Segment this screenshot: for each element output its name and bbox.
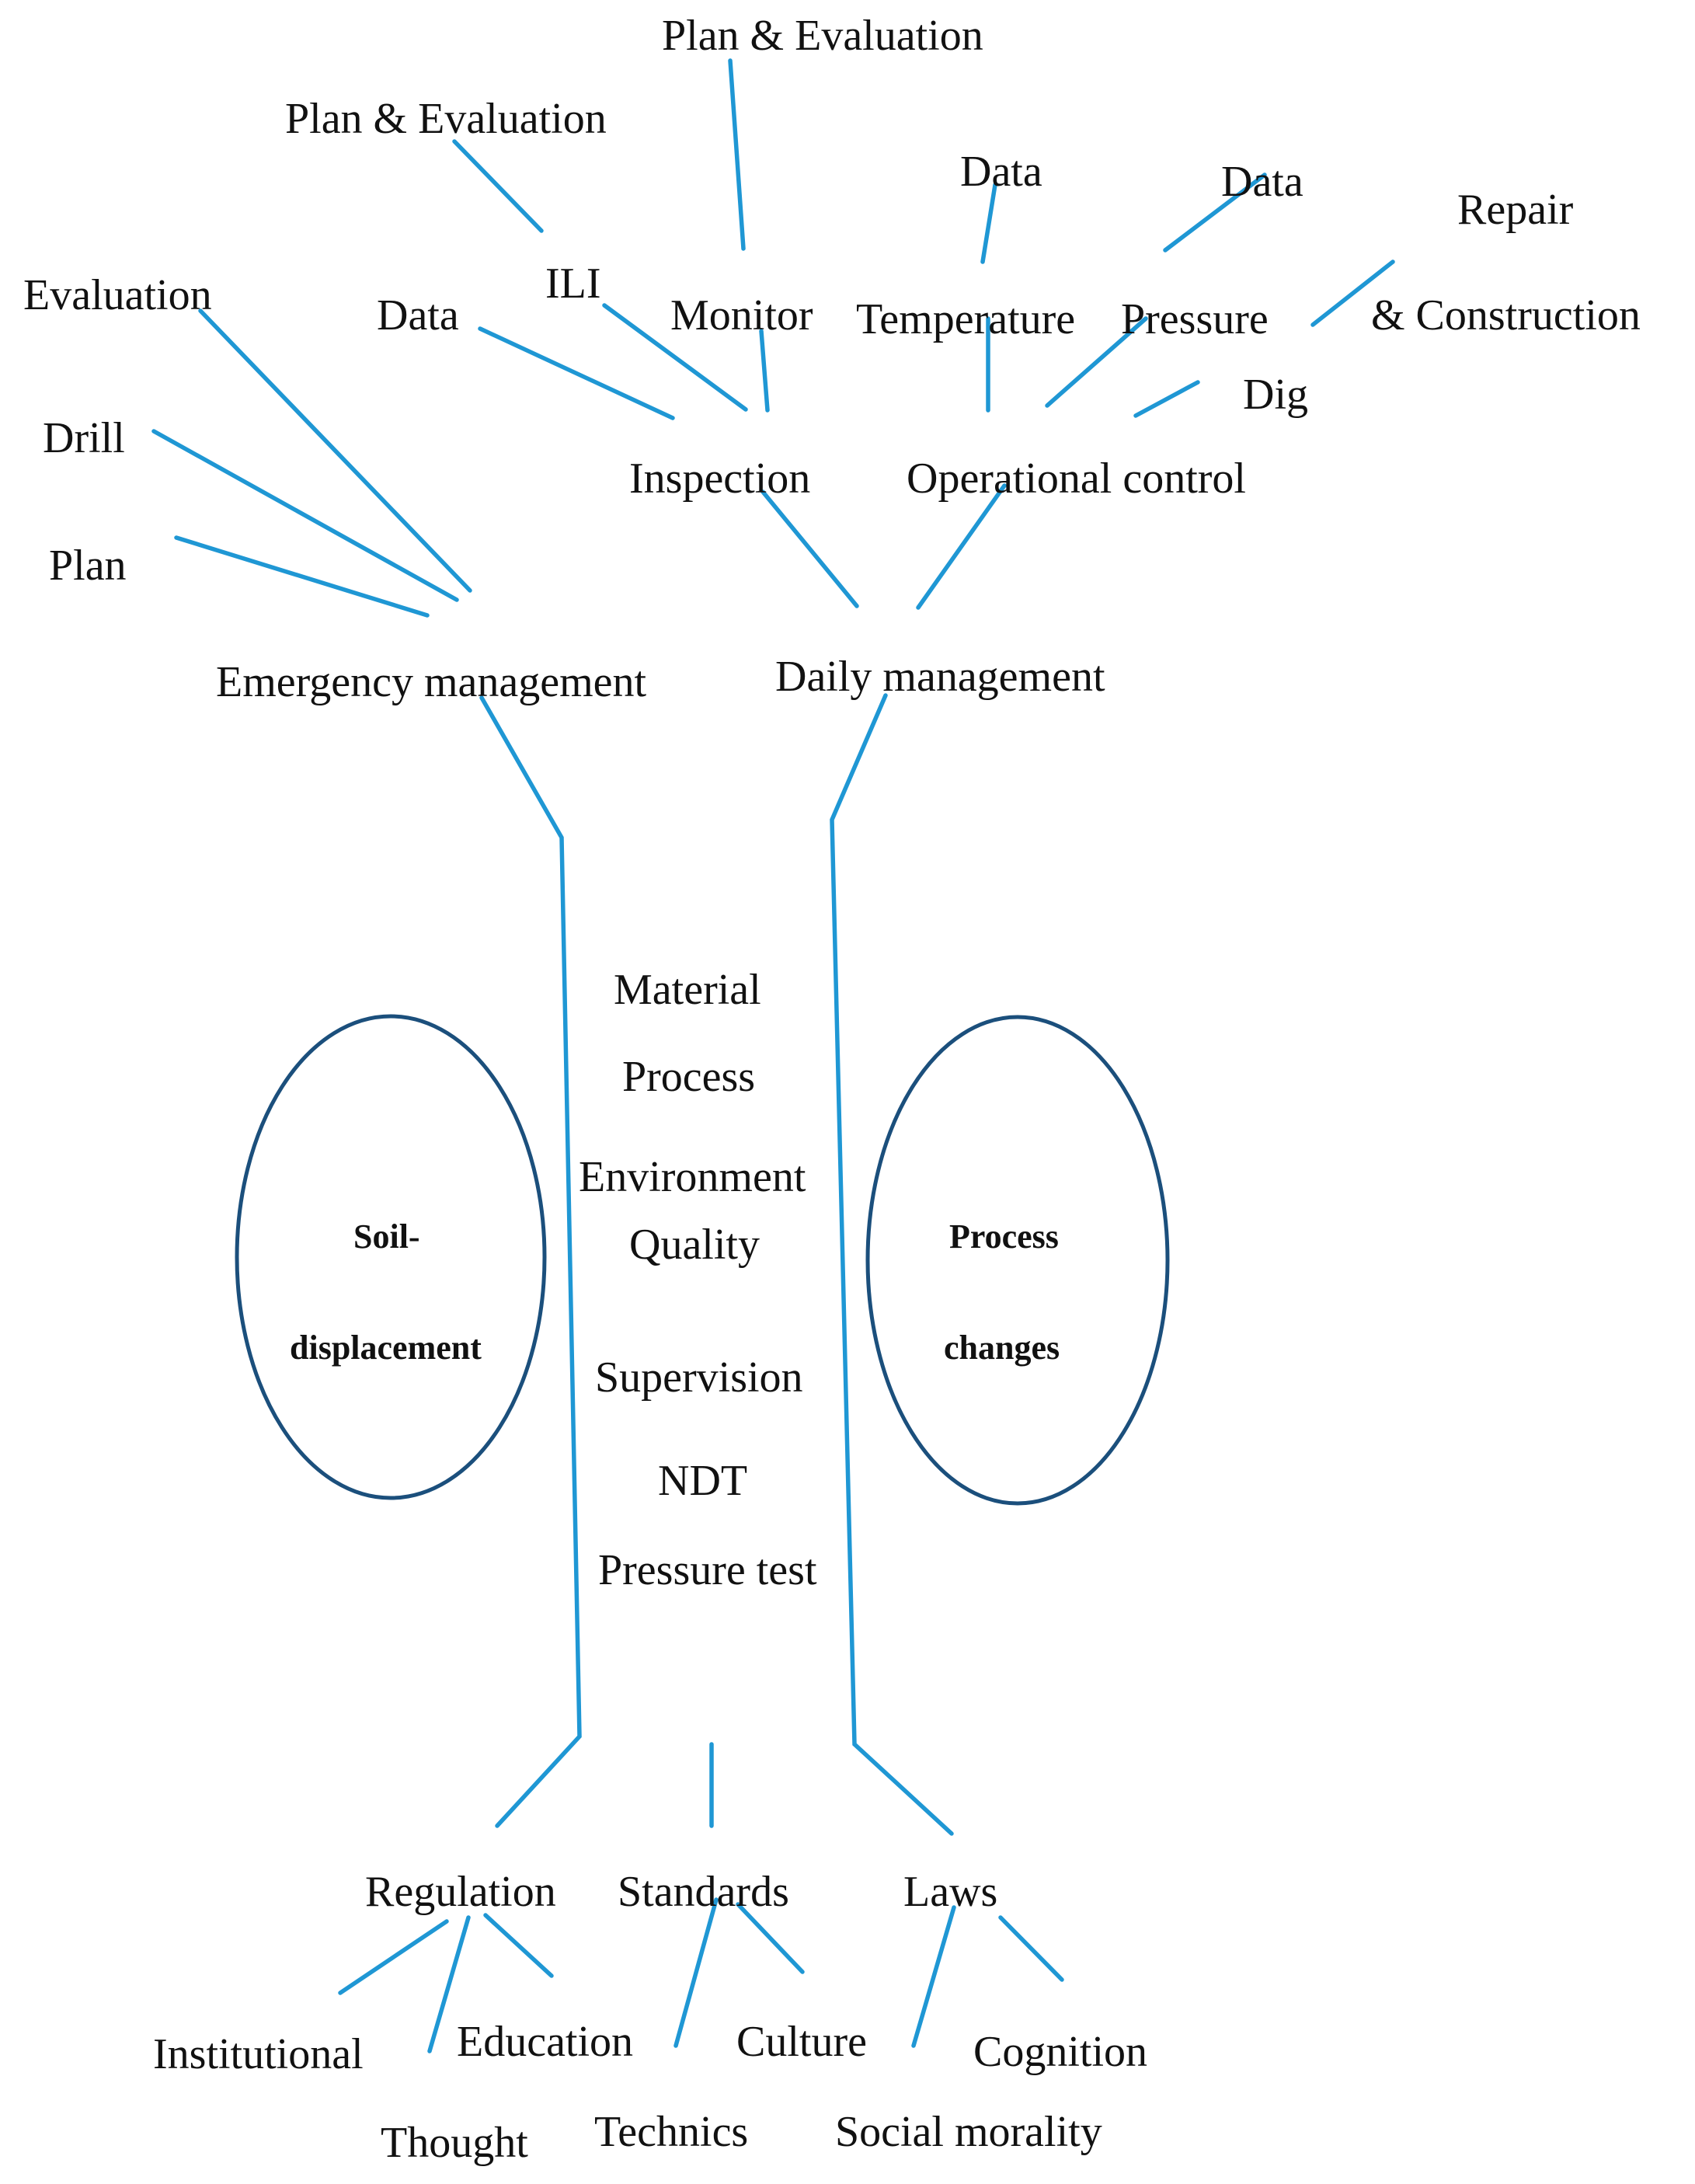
culture-label: Culture: [736, 2018, 867, 2066]
ili-branch-line: [602, 303, 748, 412]
temperature-leaf-data-label: Data: [960, 148, 1042, 196]
technics-label: Technics: [594, 2108, 749, 2156]
education-label: Education: [457, 2018, 634, 2066]
ili-leaf-plan-evaluation-label: Plan & Evaluation: [285, 95, 607, 143]
plan-label: Plan: [49, 542, 127, 590]
education-root-line: [483, 1913, 554, 1978]
standards-label: Standards: [618, 1868, 789, 1916]
trunk-left-line: [479, 695, 582, 1828]
temperature-label: Temperature: [856, 295, 1076, 343]
process-changes-ellipse: [865, 1015, 1170, 1506]
trunk-item-environment: Environment: [579, 1153, 806, 1201]
emergency-management-label: Emergency management: [216, 658, 647, 706]
dig-leaf-line: [1310, 260, 1395, 327]
trunk-right-line: [830, 693, 954, 1836]
soil-label-line1: Soil-: [353, 1217, 420, 1256]
temperature-leaf-line: [980, 183, 997, 264]
monitor-leaf-plan-evaluation-label: Plan & Evaluation: [662, 12, 983, 60]
daily-management-label: Daily management: [775, 653, 1105, 701]
inspection-label: Inspection: [629, 455, 811, 503]
construction-label: & Construction: [1371, 291, 1641, 340]
trunk-item-material: Material: [614, 966, 761, 1014]
operational-control-label: Operational control: [907, 455, 1246, 503]
trunk-item-quality: Quality: [629, 1221, 760, 1269]
monitor-branch-line: [759, 329, 770, 413]
soil-displacement-ellipse: [235, 1014, 547, 1500]
trunk-item-supervision: Supervision: [595, 1353, 803, 1402]
drill-branch-line: [151, 429, 459, 602]
evaluation-branch-line: [198, 308, 472, 593]
thought-root-line: [427, 1915, 471, 2053]
evaluation-label: Evaluation: [23, 271, 212, 319]
dig-label: Dig: [1243, 371, 1308, 419]
pressure-label: Pressure: [1121, 295, 1269, 343]
plan-branch-line: [174, 535, 430, 618]
pressure-leaf-line: [1163, 172, 1267, 253]
cognition-root-line: [998, 1915, 1064, 1982]
repair-label: Repair: [1457, 186, 1574, 234]
inspection-branch-line: [760, 489, 859, 608]
pressure-branch-line: [1045, 316, 1148, 408]
monitor-leaf-line: [728, 58, 746, 251]
trunk-item-ndt: NDT: [658, 1457, 748, 1505]
data-branch-line: [478, 326, 675, 420]
social-morality-label: Social morality: [835, 2108, 1102, 2156]
trunk-item-pressure-test: Pressure test: [598, 1546, 817, 1594]
institutional-label: Institutional: [153, 2030, 364, 2078]
process-changes-label-line1: Process: [949, 1217, 1059, 1256]
ili-label: ILI: [545, 260, 601, 308]
technics-root-line: [673, 1897, 719, 2048]
soil-label-line2: displacement: [290, 1329, 482, 1367]
social-morality-root-line: [911, 1905, 956, 2048]
ili-leaf-line: [452, 139, 544, 233]
cognition-label: Cognition: [973, 2028, 1148, 2076]
inspection-data-label: Data: [377, 291, 459, 340]
regulation-label: Regulation: [365, 1868, 556, 1916]
operational-control-branch-line: [916, 483, 1007, 610]
process-changes-label-line2: changes: [944, 1329, 1060, 1367]
pressure-leaf-data-label: Data: [1221, 158, 1303, 206]
institutional-root-line: [338, 1919, 449, 1995]
drill-label: Drill: [43, 414, 125, 462]
dig-branch-line: [1133, 380, 1200, 418]
trunk-item-process: Process: [622, 1053, 756, 1101]
laws-label: Laws: [903, 1868, 998, 1916]
monitor-label: Monitor: [670, 291, 813, 340]
culture-root-line: [736, 1902, 805, 1974]
thought-label: Thought: [381, 2119, 528, 2167]
